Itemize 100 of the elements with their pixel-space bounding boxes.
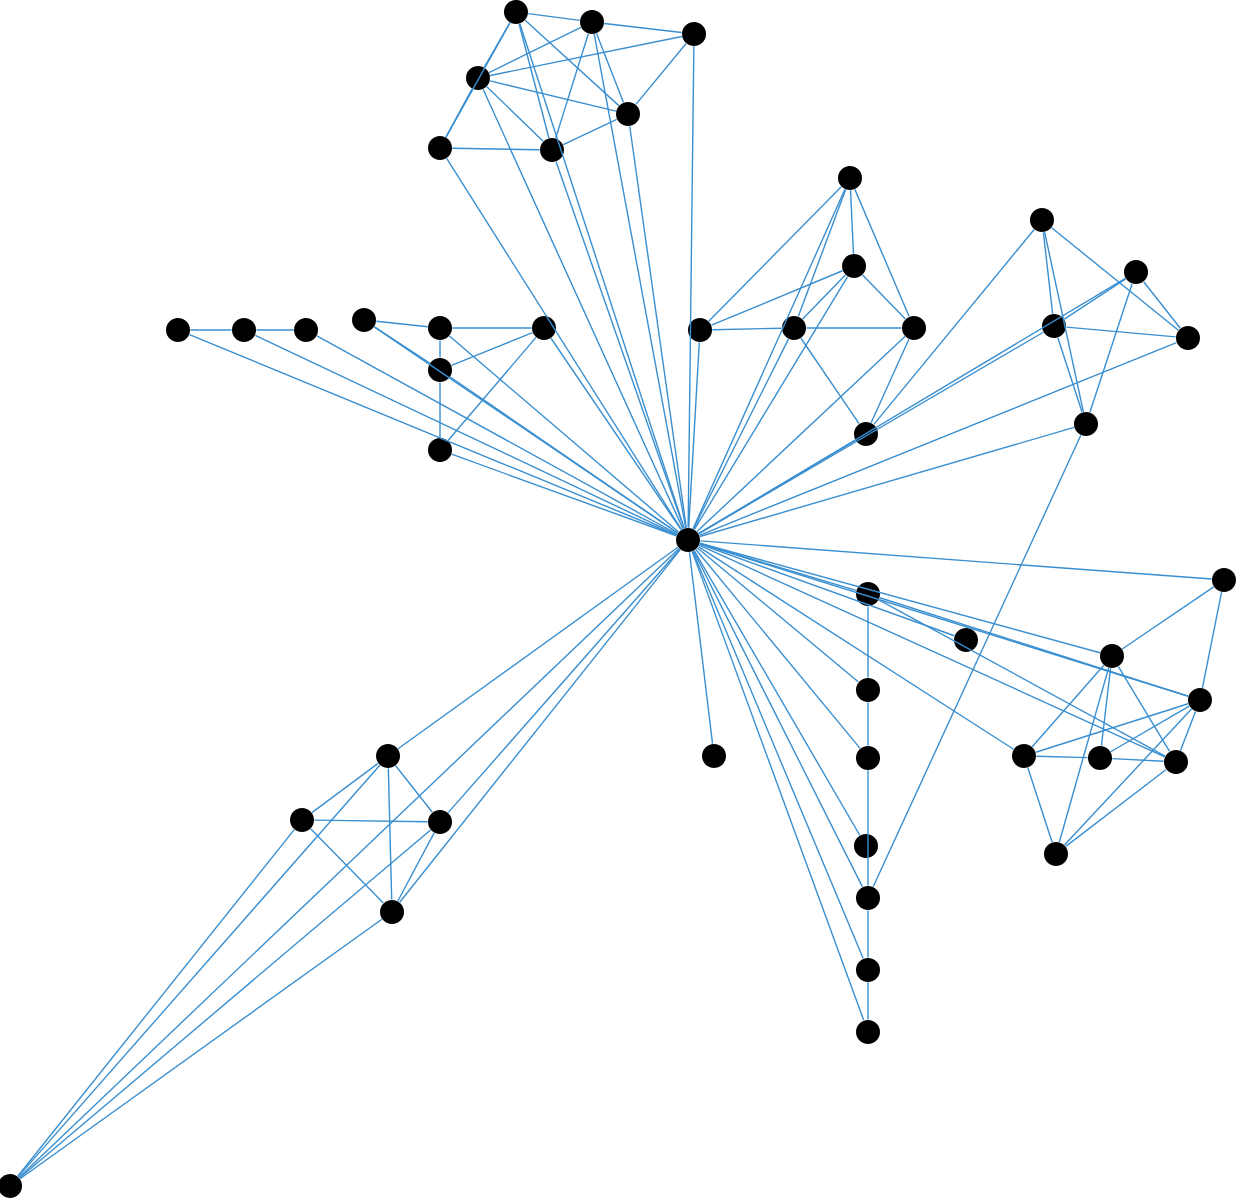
graph-edge: [693, 275, 849, 531]
graph-edge: [1063, 708, 1193, 846]
graph-edge: [19, 918, 383, 1180]
graph-node: [842, 254, 866, 278]
graph-edge: [451, 147, 541, 151]
graph-edge: [1121, 586, 1215, 650]
graph-node: [854, 833, 878, 858]
graph-edge: [688, 341, 700, 529]
graph-edge: [805, 327, 903, 329]
graph-node: [954, 628, 978, 652]
graph-edge: [445, 157, 683, 531]
graph-edge: [879, 597, 1189, 697]
graph-edge: [688, 551, 714, 745]
graph-edge: [710, 270, 844, 326]
graph-node: [428, 316, 452, 340]
graph-edge: [867, 769, 869, 887]
graph-edge: [1065, 768, 1167, 848]
graph-edge: [870, 338, 910, 424]
graph-edge: [1110, 705, 1190, 753]
graph-edge: [867, 701, 869, 747]
graph-edge: [687, 45, 695, 529]
graph-edge: [1063, 278, 1127, 320]
graph-edge: [1035, 703, 1189, 753]
graph-edge: [518, 23, 550, 139]
graph-edge: [1027, 767, 1053, 843]
graph-edge: [801, 274, 847, 320]
graph-edge: [693, 550, 861, 836]
graph-edge: [699, 540, 1213, 580]
graph-edge: [189, 329, 233, 331]
graph-edge: [1111, 757, 1165, 763]
graph-edge: [310, 828, 385, 904]
graph-node: [1042, 314, 1066, 338]
graph-edge: [800, 337, 860, 425]
graph-edge: [1042, 231, 1054, 315]
graph-edge: [699, 542, 1101, 654]
graph-edge: [603, 22, 683, 34]
graph-edge: [872, 434, 1082, 888]
graph-edge: [1043, 231, 1085, 413]
graph-node: [540, 138, 564, 162]
graph-edge: [708, 186, 842, 322]
graph-edge: [593, 33, 687, 529]
graph-edge: [867, 981, 869, 1021]
graph-edge: [555, 33, 589, 139]
graph-node: [380, 900, 404, 924]
graph-edge: [316, 335, 678, 535]
graph-edge: [698, 543, 956, 637]
graph-edge: [527, 12, 581, 22]
graph-edge: [854, 188, 910, 318]
graph-edge: [695, 548, 861, 750]
graph-edge: [697, 277, 1127, 535]
graph-node: [428, 358, 452, 382]
graph-edge: [555, 161, 685, 529]
graph-edge: [439, 381, 441, 439]
graph-edge: [562, 118, 618, 146]
graph-edge: [849, 189, 855, 255]
graph-node: [1212, 568, 1236, 592]
graph-edge: [873, 228, 1035, 426]
graph-node: [782, 316, 806, 340]
graph-edge: [797, 188, 847, 318]
graph-edge: [699, 542, 1189, 697]
graph-node: [1044, 841, 1068, 866]
graph-edge: [1117, 665, 1171, 753]
graph-node: [1088, 746, 1112, 770]
graph-edge: [1065, 326, 1177, 338]
graph-edge: [448, 335, 680, 533]
graph-edge: [450, 453, 678, 537]
graph-edge: [1035, 755, 1089, 759]
graph-node: [376, 744, 400, 768]
graph-edge: [1089, 283, 1133, 413]
graph-edge: [17, 828, 295, 1177]
graph-edge: [629, 125, 687, 529]
graph-node: [616, 102, 640, 126]
graph-node: [166, 318, 190, 342]
graph-edge: [1031, 664, 1105, 748]
graph-edge: [595, 32, 625, 104]
graph-edge: [1050, 227, 1180, 331]
graph-node: [232, 318, 256, 342]
graph-edge: [1201, 591, 1223, 689]
graph-edge: [1179, 710, 1197, 752]
graph-edge: [692, 550, 864, 888]
graph-edge: [17, 764, 381, 1178]
graph-edge: [1100, 667, 1112, 747]
graph-node: [352, 308, 376, 332]
graph-edge: [635, 42, 687, 106]
graph-edge: [373, 326, 431, 364]
graph-edge: [488, 26, 582, 74]
graph-node: [1074, 412, 1098, 436]
graph-edge: [696, 547, 860, 683]
graph-node: [1124, 260, 1148, 284]
graph-node: [504, 0, 528, 24]
graph-edge: [699, 426, 1075, 538]
graph-edge: [692, 338, 790, 530]
graph-node: [580, 10, 604, 34]
graph-edge: [439, 339, 441, 359]
graph-edge: [1057, 337, 1083, 413]
graph-edge: [519, 23, 685, 529]
graph-edge: [313, 819, 429, 823]
graph-edge: [397, 832, 435, 902]
graph-node: [854, 422, 878, 446]
graph-edge: [489, 80, 617, 112]
